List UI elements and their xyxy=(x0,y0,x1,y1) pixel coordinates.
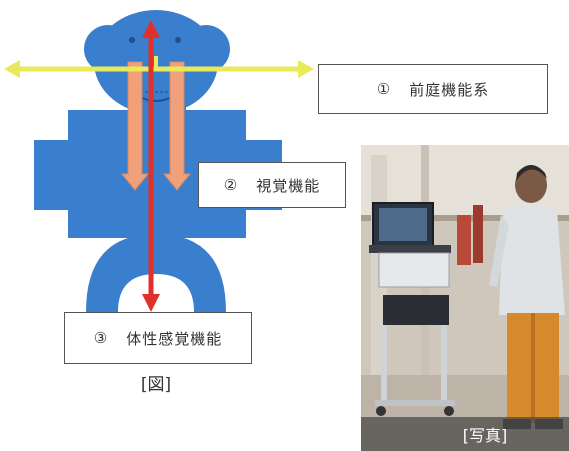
diagram-caption: [図] xyxy=(140,375,172,395)
somatosensory-label: ③ 体性感覚機能 xyxy=(64,312,252,364)
somatosensory-arrow xyxy=(142,20,160,312)
photo-caption-bar: [写真] xyxy=(361,417,569,451)
person-shape xyxy=(489,165,565,429)
vestibular-arrow xyxy=(4,56,314,78)
vestibular-label: ① 前庭機能系 xyxy=(318,64,548,114)
somatosensory-text: 体性感覚機能 xyxy=(126,329,223,348)
photo-scene xyxy=(361,145,569,451)
vestibular-number: ① xyxy=(376,80,392,98)
visual-arrows xyxy=(120,61,192,191)
visual-number: ② xyxy=(223,176,239,194)
figure-base xyxy=(86,234,226,312)
somatosensory-number: ③ xyxy=(93,329,109,347)
photo: [写真] xyxy=(361,145,569,451)
visual-text: 視覚機能 xyxy=(256,176,321,195)
vestibular-text: 前庭機能系 xyxy=(409,80,490,99)
visual-label: ② 視覚機能 xyxy=(198,162,346,208)
equipment-cart-shape xyxy=(369,202,455,416)
photo-caption: [写真] xyxy=(462,426,508,445)
